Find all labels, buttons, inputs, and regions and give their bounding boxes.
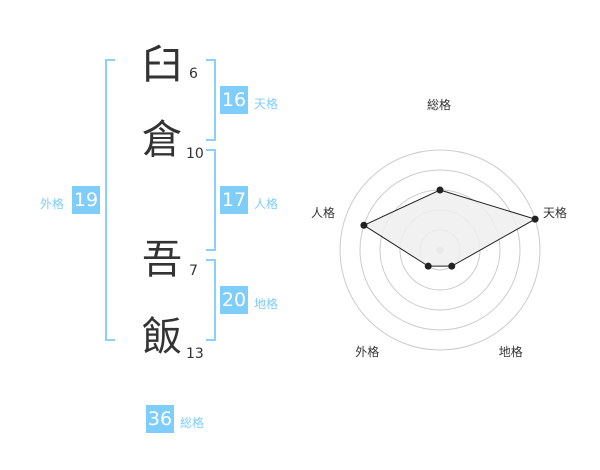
chikaku-value: 20 xyxy=(220,286,248,314)
radar-point-0 xyxy=(436,186,444,194)
radar-axis-label: 天格 xyxy=(543,206,568,221)
stroke-count-2: 10 xyxy=(186,146,204,162)
gaikaku-bracket xyxy=(105,59,115,341)
radar-axis-label: 外格 xyxy=(355,344,380,359)
name-char-1: 臼 xyxy=(142,42,182,88)
gaikaku-value: 19 xyxy=(72,186,100,214)
radar-point-1 xyxy=(531,215,539,223)
tenkaku-bracket xyxy=(206,59,216,141)
stroke-count-4: 13 xyxy=(186,346,204,362)
stroke-count-1: 6 xyxy=(189,66,198,82)
radar-ring xyxy=(359,169,521,331)
radar-axis-label: 総格 xyxy=(427,97,452,112)
jinkaku-value: 17 xyxy=(220,186,248,214)
radar-series xyxy=(362,189,537,267)
jinkaku-bracket xyxy=(206,149,216,251)
chikaku-label: 地格 xyxy=(254,297,279,311)
radar-ring xyxy=(339,149,541,351)
name-char-2: 倉 xyxy=(142,117,182,163)
tenkaku-label: 天格 xyxy=(254,97,279,111)
radar-axis-label: 人格 xyxy=(310,206,335,221)
tenkaku-value: 16 xyxy=(220,86,248,114)
radar-point-2 xyxy=(448,262,456,270)
radar-point-4 xyxy=(360,221,368,229)
jinkaku-label: 人格 xyxy=(254,197,279,211)
radar-axis-label: 地格 xyxy=(498,344,523,359)
soukaku-label: 総格 xyxy=(180,416,205,430)
gaikaku-label: 外格 xyxy=(40,197,65,211)
stroke-count-3: 7 xyxy=(189,263,198,279)
chikaku-bracket xyxy=(206,259,216,341)
radar-point-3 xyxy=(424,262,432,270)
soukaku-value: 36 xyxy=(146,405,174,433)
name-char-3: 吾 xyxy=(142,237,182,283)
name-char-4: 飯 xyxy=(142,314,182,360)
